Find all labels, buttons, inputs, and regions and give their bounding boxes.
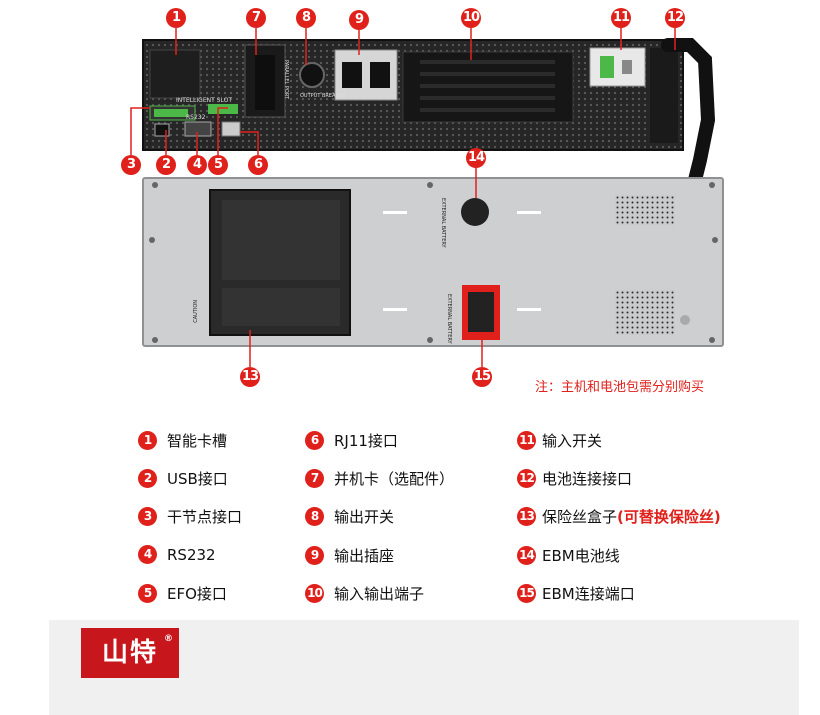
brand-name: 山特 bbox=[101, 638, 158, 668]
legend-label: RS232 bbox=[167, 545, 216, 564]
legend-badge: 12 bbox=[517, 469, 536, 488]
brand-logo: 山特 ® bbox=[81, 628, 179, 678]
legend-label: EBM电池线 bbox=[542, 547, 620, 565]
callout-badge-14: 14 bbox=[466, 148, 486, 168]
legend-item-11: 11 输入开关 bbox=[517, 430, 602, 451]
legend-item-14: 14 EBM电池线 bbox=[517, 545, 620, 566]
output-breaker-label: OUTPUT BREAKER bbox=[300, 93, 346, 99]
legend-badge: 9 bbox=[305, 546, 324, 565]
callout-badge-9: 9 bbox=[349, 10, 369, 30]
legend-item-2: 2 USB接口 bbox=[138, 468, 228, 489]
legend-badge: 10 bbox=[305, 584, 324, 603]
legend-item-12: 12 电池连接接口 bbox=[517, 468, 632, 489]
legend-label: 输出开关 bbox=[334, 508, 395, 526]
registered-mark: ® bbox=[164, 634, 175, 644]
callout-badge-2: 2 bbox=[156, 155, 176, 175]
legend-item-5: 5 EFO接口 bbox=[138, 583, 227, 604]
ups-unit bbox=[142, 38, 716, 223]
legend-label: 并机卡（选配件） bbox=[334, 470, 455, 488]
legend-item-10: 10 输入输出端子 bbox=[305, 583, 424, 604]
legend-label: 智能卡槽 bbox=[167, 432, 228, 450]
callout-badge-6: 6 bbox=[248, 155, 268, 175]
legend-label: 保险丝盒子 bbox=[542, 508, 618, 526]
legend-item-3: 3 干节点接口 bbox=[138, 506, 242, 527]
legend-badge: 14 bbox=[517, 546, 536, 565]
legend-label: 输入输出端子 bbox=[334, 585, 425, 603]
callout-badge-7: 7 bbox=[246, 8, 266, 28]
legend-badge: 2 bbox=[138, 469, 157, 488]
callout-leaders bbox=[130, 28, 676, 367]
callout-badge-5: 5 bbox=[208, 155, 228, 175]
legend-item-6: 6 RJ11接口 bbox=[305, 430, 398, 451]
legend-label: 输出插座 bbox=[334, 547, 395, 565]
purchase-note: 注：主机和电池包需分别购买 bbox=[535, 380, 705, 395]
callout-badge-10: 10 bbox=[461, 8, 481, 28]
legend-item-8: 8 输出开关 bbox=[305, 506, 394, 527]
external-battery-label-top: EXTERNAL BATTERY bbox=[440, 198, 446, 248]
callout-badge-4: 4 bbox=[187, 155, 207, 175]
legend-item-13: 13 保险丝盒子 (可替换保险丝) bbox=[517, 506, 721, 527]
legend-item-15: 15 EBM连接端口 bbox=[517, 583, 635, 604]
legend-badge: 15 bbox=[517, 584, 536, 603]
rs232-port-label: RS232 bbox=[186, 114, 206, 121]
ups-rear-panel-illustration bbox=[130, 28, 724, 367]
callout-badge-11: 11 bbox=[611, 8, 631, 28]
legend-label: RJ11接口 bbox=[334, 432, 398, 450]
legend-badge: 1 bbox=[138, 431, 157, 450]
legend-badge: 4 bbox=[138, 545, 157, 564]
callout-badge-15: 15 bbox=[472, 367, 492, 387]
callout-badge-1: 1 bbox=[166, 8, 186, 28]
intelligent-slot-label: INTELLIGENT SLOT bbox=[176, 97, 232, 104]
callout-badge-8: 8 bbox=[296, 8, 316, 28]
legend-badge: 3 bbox=[138, 507, 157, 526]
legend-badge: 13 bbox=[517, 507, 536, 526]
legend-item-7: 7 并机卡（选配件） bbox=[305, 468, 454, 489]
legend-item-9: 9 输出插座 bbox=[305, 545, 394, 566]
legend-label: 电池连接接口 bbox=[542, 470, 633, 488]
legend-label-note: (可替换保险丝) bbox=[617, 508, 721, 526]
legend-badge: 8 bbox=[305, 507, 324, 526]
legend-item-1: 1 智能卡槽 bbox=[138, 430, 227, 451]
caution-label: CAUTION bbox=[193, 300, 199, 323]
legend-label: EFO接口 bbox=[167, 585, 227, 603]
callout-badge-3: 3 bbox=[121, 155, 141, 175]
ebm-battery-pack bbox=[142, 177, 724, 347]
callout-badge-13: 13 bbox=[240, 367, 260, 387]
legend-item-4: 4 RS232 bbox=[138, 545, 216, 564]
legend-label: EBM连接端口 bbox=[542, 585, 635, 603]
external-battery-label-bottom: EXTERNAL BATTERY bbox=[446, 294, 452, 344]
legend-badge: 5 bbox=[138, 584, 157, 603]
legend-label: USB接口 bbox=[167, 470, 228, 488]
callout-badge-12: 12 bbox=[665, 8, 685, 28]
legend-badge: 7 bbox=[305, 469, 324, 488]
parallel-port-label: PARALLEL PORT bbox=[283, 60, 289, 100]
legend-label: 干节点接口 bbox=[167, 508, 243, 526]
legend-badge: 11 bbox=[517, 431, 536, 450]
legend-badge: 6 bbox=[305, 431, 324, 450]
legend-label: 输入开关 bbox=[542, 432, 603, 450]
